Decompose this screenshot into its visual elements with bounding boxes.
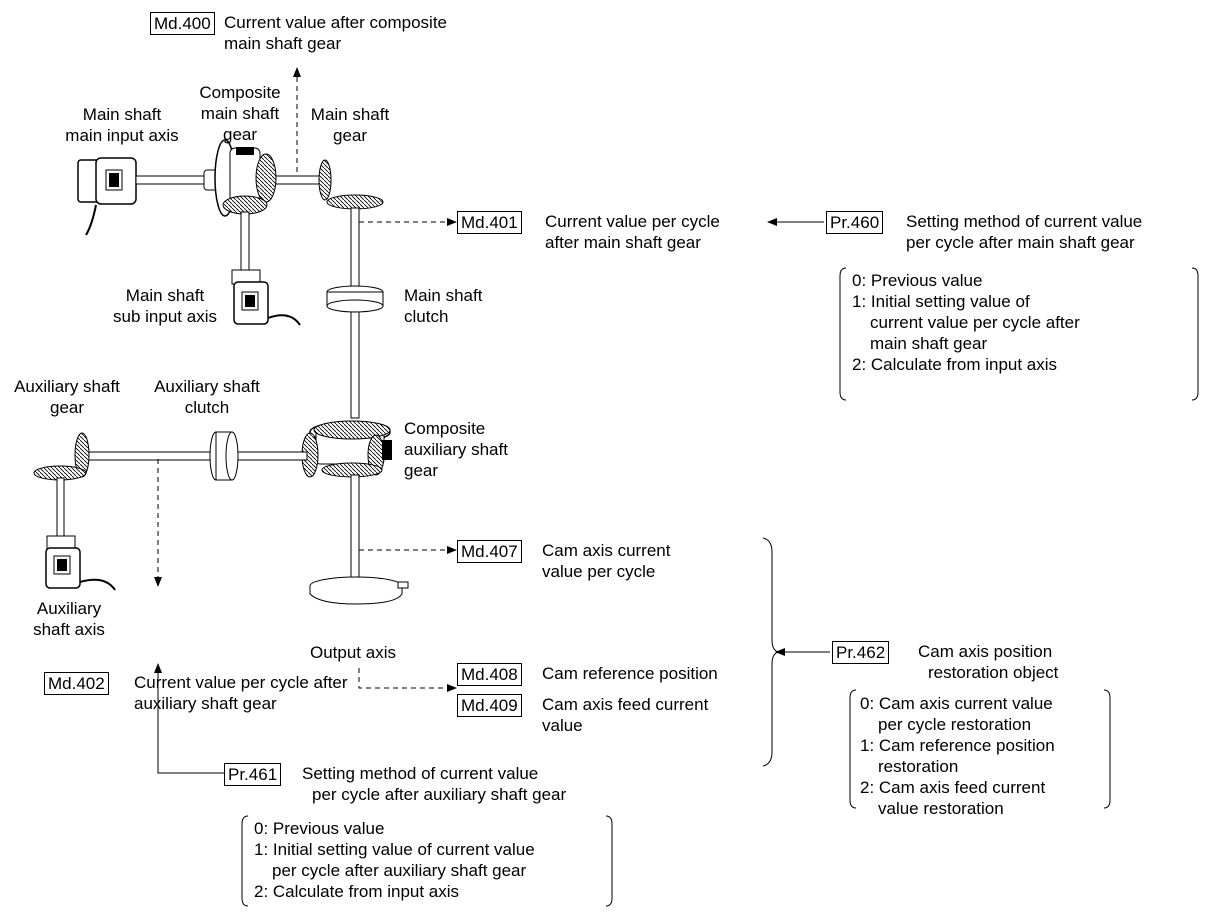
main-shaft-clutch-icon bbox=[326, 285, 384, 313]
md408-code: Md.408 bbox=[457, 663, 522, 686]
sub-input-shaft bbox=[240, 211, 250, 273]
md401-code: Md.401 bbox=[457, 211, 522, 234]
main-sub-input-motor-icon bbox=[231, 269, 301, 326]
md402-code: Md.402 bbox=[44, 672, 109, 695]
pr462-code: Pr.462 bbox=[832, 641, 890, 664]
composite-aux-gear-icon bbox=[301, 420, 392, 478]
pr461-code: Pr.461 bbox=[224, 763, 282, 786]
pr462-options: 0: Cam axis current value per cycle rest… bbox=[860, 694, 1055, 818]
aux-horizontal-shaft bbox=[84, 451, 308, 461]
brace-md407-409 bbox=[762, 537, 780, 767]
md409-code: Md.409 bbox=[457, 694, 522, 717]
md408-label: Cam reference position bbox=[542, 664, 718, 683]
output-axis-icon bbox=[309, 474, 409, 605]
pr460-options: 0: Previous value 1: Initial setting val… bbox=[852, 271, 1080, 374]
pr461-options: 0: Previous value 1: Initial setting val… bbox=[254, 819, 535, 901]
md407-code: Md.407 bbox=[457, 540, 522, 563]
arrow-pr461-to-md402 bbox=[154, 663, 224, 774]
pr460-code: Pr.460 bbox=[826, 211, 884, 234]
aux-shaft-clutch-icon bbox=[209, 431, 239, 481]
main-shaft-gear-icon bbox=[318, 159, 384, 210]
md400-code: Md.400 bbox=[150, 12, 215, 35]
composite-main-gear-icon bbox=[203, 139, 277, 217]
aux-shaft-gear-icon bbox=[33, 432, 90, 481]
main-vertical-shaft bbox=[350, 207, 360, 419]
arrow-to-md408-409 bbox=[358, 668, 457, 692]
main-input-motor-icon bbox=[77, 157, 137, 236]
output-axis-label: Output axis bbox=[310, 643, 396, 662]
aux-shaft-motor-icon bbox=[45, 477, 116, 591]
